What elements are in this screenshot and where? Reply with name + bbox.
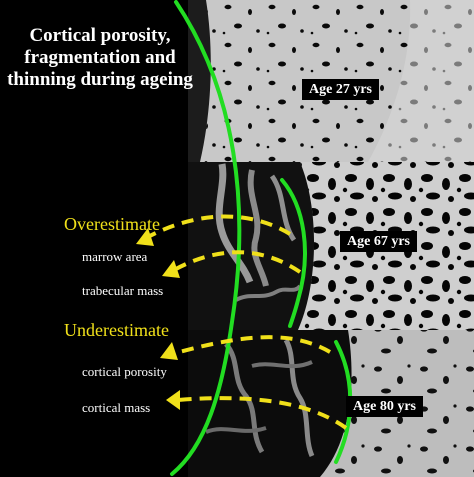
outer-boundary-line xyxy=(170,0,242,476)
age-label-67: Age 67 yrs xyxy=(340,231,417,252)
age-label-27: Age 27 yrs xyxy=(302,79,379,100)
figure-title: Cortical porosity, fragmentation and thi… xyxy=(0,25,200,91)
age-label-80: Age 80 yrs xyxy=(346,396,423,417)
title-line-3: thinning during ageing xyxy=(7,69,193,90)
title-line-1: Cortical porosity, xyxy=(29,25,171,46)
trabecular-mass-label: trabecular mass xyxy=(82,283,164,298)
arrowhead-cortical-mass xyxy=(166,390,180,410)
arrow-marrow-area xyxy=(145,214,292,240)
panel-age-80 xyxy=(188,330,474,477)
estimate-arrows xyxy=(145,214,348,430)
arrow-cortical-porosity xyxy=(171,335,332,356)
arrow-trabecular-mass xyxy=(173,250,302,274)
arrow-heads xyxy=(136,228,180,410)
boundary-line-age-67 xyxy=(280,178,307,328)
arrowhead-trabecular-mass xyxy=(162,260,180,278)
arrowhead-cortical-porosity xyxy=(160,342,178,360)
cortical-porosity-label: cortical porosity xyxy=(82,364,167,379)
underestimate-label: Underestimate xyxy=(64,320,169,340)
title-line-2: fragmentation and xyxy=(24,47,176,68)
overestimate-label: Overestimate xyxy=(64,214,160,234)
marrow-area-label: marrow area xyxy=(82,249,148,264)
arrow-cortical-mass xyxy=(177,396,348,430)
arrowhead-marrow-area xyxy=(136,228,154,246)
panel-age-67 xyxy=(188,162,474,330)
cortical-mass-label: cortical mass xyxy=(82,400,151,415)
